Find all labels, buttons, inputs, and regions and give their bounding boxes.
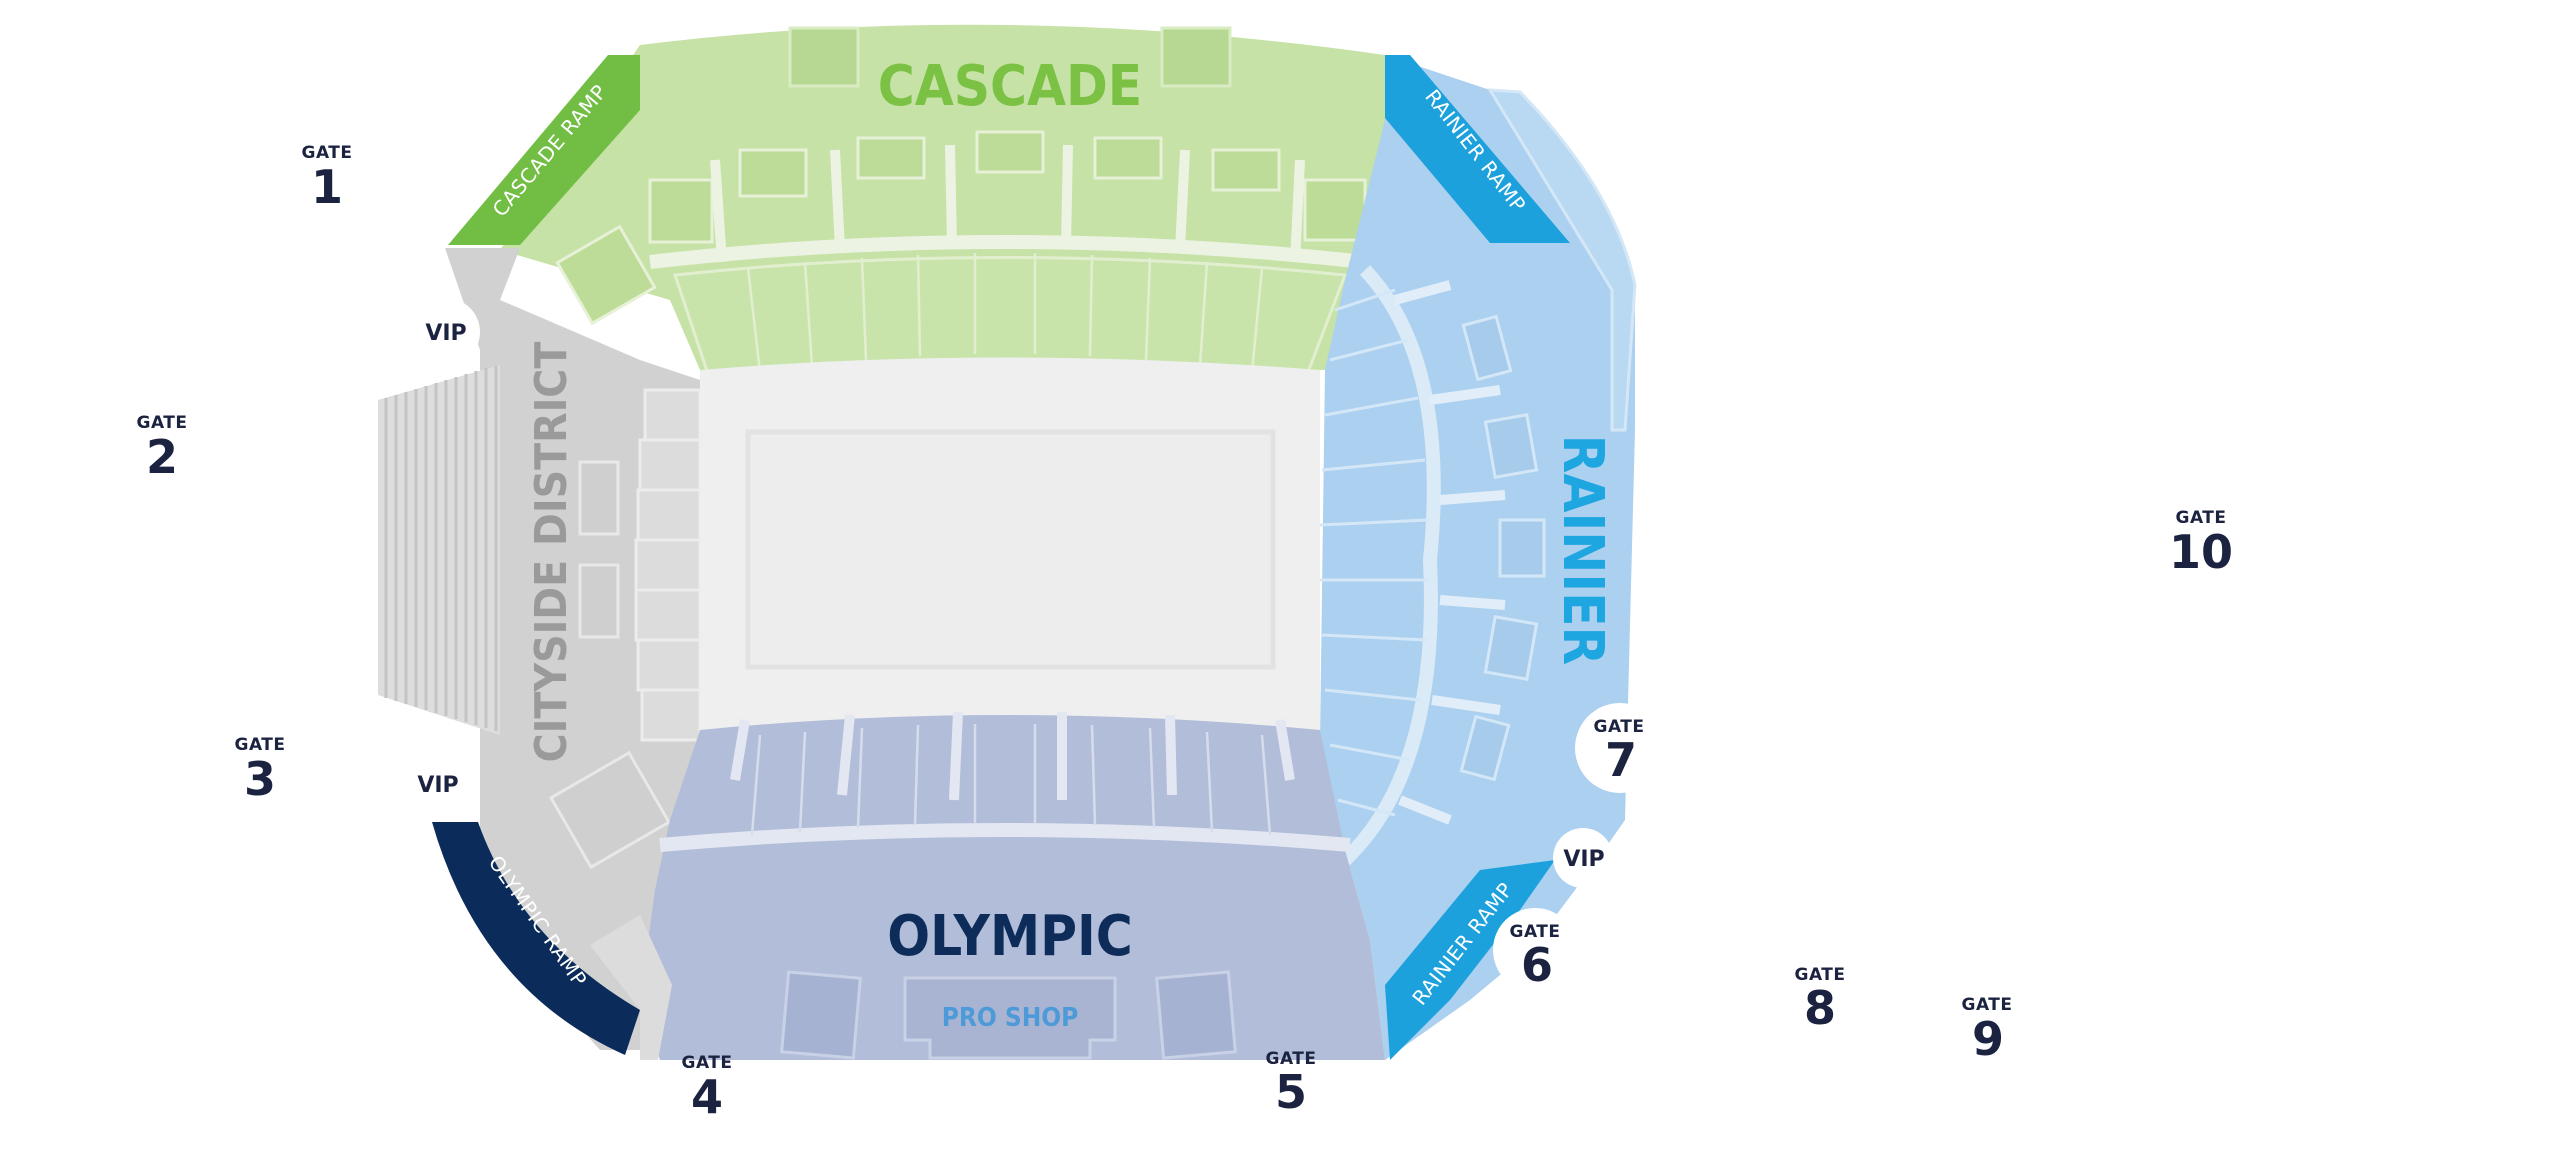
cityside-district-section[interactable]: CITYSIDE DISTRICT [378, 248, 702, 1050]
cityside-standing-area [378, 365, 500, 735]
cityside-box [578, 460, 620, 536]
gate-number: 1 [311, 160, 343, 214]
gate-4[interactable]: GATE 4 [682, 1053, 733, 1124]
cityside-box [548, 750, 672, 870]
olympic-label: OLYMPIC [887, 904, 1132, 969]
gate-word: GATE [235, 735, 286, 755]
cityside-box [578, 563, 620, 639]
vip-marker-nw[interactable]: VIP [412, 298, 480, 366]
gate-word: GATE [1962, 995, 2013, 1015]
gate-word: GATE [2176, 508, 2227, 528]
cityside-seat-blocks [634, 388, 702, 742]
rainier-suites [1459, 314, 1546, 782]
vip-marker-se[interactable]: VIP [1553, 828, 1613, 888]
playing-field [700, 357, 1320, 740]
vip-marker-sw[interactable]: VIP [406, 751, 474, 819]
cascade-suite [1160, 26, 1232, 88]
cascade-aisles [710, 144, 1305, 263]
olympic-suites [780, 970, 1237, 1060]
cascade-section[interactable]: CASCADE [500, 24, 1385, 382]
cityside-bowl[interactable] [445, 248, 700, 1050]
gate-number: 6 [1521, 938, 1553, 992]
gate-number: 4 [691, 1070, 723, 1124]
gate-word: GATE [302, 143, 353, 163]
gate-number: 10 [2169, 525, 2233, 579]
gate-number: 7 [1605, 733, 1637, 787]
gate-number: 8 [1804, 981, 1836, 1035]
cascade-label: CASCADE [878, 54, 1142, 119]
gate-7[interactable]: GATE 7 [1594, 717, 1645, 787]
pro-shop[interactable] [903, 976, 1117, 1060]
gate-number: 9 [1972, 1012, 2004, 1066]
rainier-section[interactable]: RAINIER [1319, 55, 1637, 1060]
vip-label: VIP [1563, 847, 1604, 872]
pro-shop-label[interactable]: PRO SHOP [942, 1003, 1079, 1033]
gate-number: 2 [146, 430, 178, 484]
cascade-suite [788, 26, 860, 88]
gate-2[interactable]: GATE 2 [137, 413, 188, 484]
rainier-aisles [1393, 280, 1506, 825]
gate-word: GATE [1510, 922, 1561, 942]
gate-6[interactable]: GATE 6 [1510, 922, 1561, 992]
olympic-concourse [659, 823, 1351, 852]
gate-number: 3 [244, 752, 276, 806]
rainier-outer-ring [1487, 88, 1637, 432]
cascade-boxes [555, 130, 1367, 326]
olympic-aisles [730, 711, 1295, 801]
gate-word: GATE [1594, 717, 1645, 737]
rainier-label: RAINIER [1550, 435, 1615, 666]
gate-6-cutout [1493, 908, 1577, 992]
olympic-ramp-stair [590, 915, 672, 1060]
gate-3[interactable]: GATE 3 [235, 735, 286, 806]
vip-label: VIP [425, 321, 466, 346]
gate-word: GATE [1266, 1049, 1317, 1069]
olympic-section-dividers [750, 724, 1272, 836]
rainier-row-dividers [1319, 288, 1429, 817]
field-boundary [745, 429, 1276, 670]
gate-word: GATE [137, 413, 188, 433]
vip-label: VIP [417, 773, 458, 798]
gate-10[interactable]: GATE 10 [2169, 508, 2233, 579]
olympic-section[interactable]: OLYMPIC PRO SHOP [640, 711, 1385, 1060]
cityside-label: CITYSIDE DISTRICT [526, 342, 577, 763]
rainier-concourse [1340, 265, 1441, 866]
gate-9[interactable]: GATE 9 [1962, 995, 2013, 1066]
gate-8[interactable]: GATE 8 [1795, 965, 1846, 1035]
cascade-concourse [649, 235, 1366, 269]
gate-number: 5 [1275, 1065, 1307, 1119]
cascade-section-dividers [746, 253, 1264, 373]
gate-word: GATE [1795, 965, 1846, 985]
gate-5[interactable]: GATE 5 [1266, 1049, 1317, 1119]
gate-word: GATE [682, 1053, 733, 1073]
gate-7-cutout [1575, 703, 1665, 793]
gate-1[interactable]: GATE 1 [302, 143, 353, 214]
